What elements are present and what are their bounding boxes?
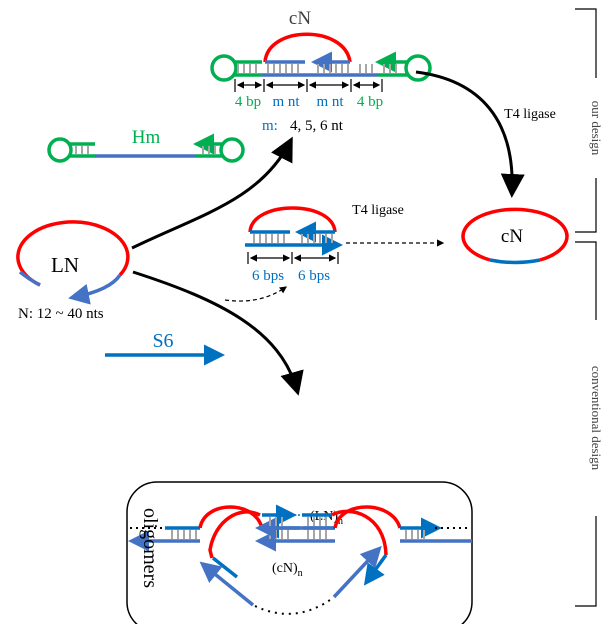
oligomers-box: (LN)n oligomers (cN)n [126, 481, 473, 624]
bps-label-left: 6 bps [252, 268, 284, 284]
n-range-label: N: 12 ~ 40 nts [18, 306, 104, 322]
cn-right-label: cN [501, 226, 523, 247]
our-design-label: our design [589, 101, 604, 156]
ln-structure: LN N: 12 ~ 40 nts [16, 220, 130, 322]
dashed-arrow-to-splint [224, 286, 287, 302]
m-values: 4, 5, 6 nt [290, 118, 344, 134]
red-loop [263, 32, 352, 63]
arrow-to-oligomers [132, 270, 304, 396]
s6-strand: S6 [105, 330, 225, 366]
ln-label: LN [51, 253, 79, 277]
splint-structure: 6 bps 6 bps [245, 206, 343, 284]
dimension-markers [234, 79, 383, 92]
dim-label-mnt-right: m nt [316, 94, 344, 110]
our-design-bracket: our design [575, 8, 604, 233]
arrow-to-cn [415, 70, 525, 198]
cn-circle: cN [461, 207, 569, 265]
conventional-design-bracket: conventional design [575, 241, 604, 607]
oligomers-label: oligomers [139, 508, 161, 588]
s6-label: S6 [152, 330, 173, 352]
arrow-to-cn-design [131, 136, 293, 250]
hm-structure: Hm [47, 127, 245, 163]
cn-title: cN [289, 8, 311, 29]
hm-label: Hm [132, 127, 161, 148]
right-hairpin-loop [404, 54, 432, 82]
t4-ligase-right-label: T4 ligase [504, 107, 556, 122]
bps-label-right: 6 bps [298, 268, 330, 284]
left-hairpin-loop [210, 54, 238, 82]
dim-label-mnt-left: m nt [272, 94, 300, 110]
dim-label-4bp-right: 4 bp [357, 94, 383, 110]
dim-label-4bp-left: 4 bp [235, 94, 261, 110]
t4-ligase-middle-label: T4 ligase [352, 203, 404, 218]
cn-dumbbell-structure: cN 4 bp m nt m nt 4 bp m: 4, 5, 6 nt [210, 8, 432, 134]
cn-n-label: (cN)n [272, 561, 303, 579]
m-label: m: [262, 118, 278, 134]
conventional-design-label: conventional design [589, 366, 604, 471]
